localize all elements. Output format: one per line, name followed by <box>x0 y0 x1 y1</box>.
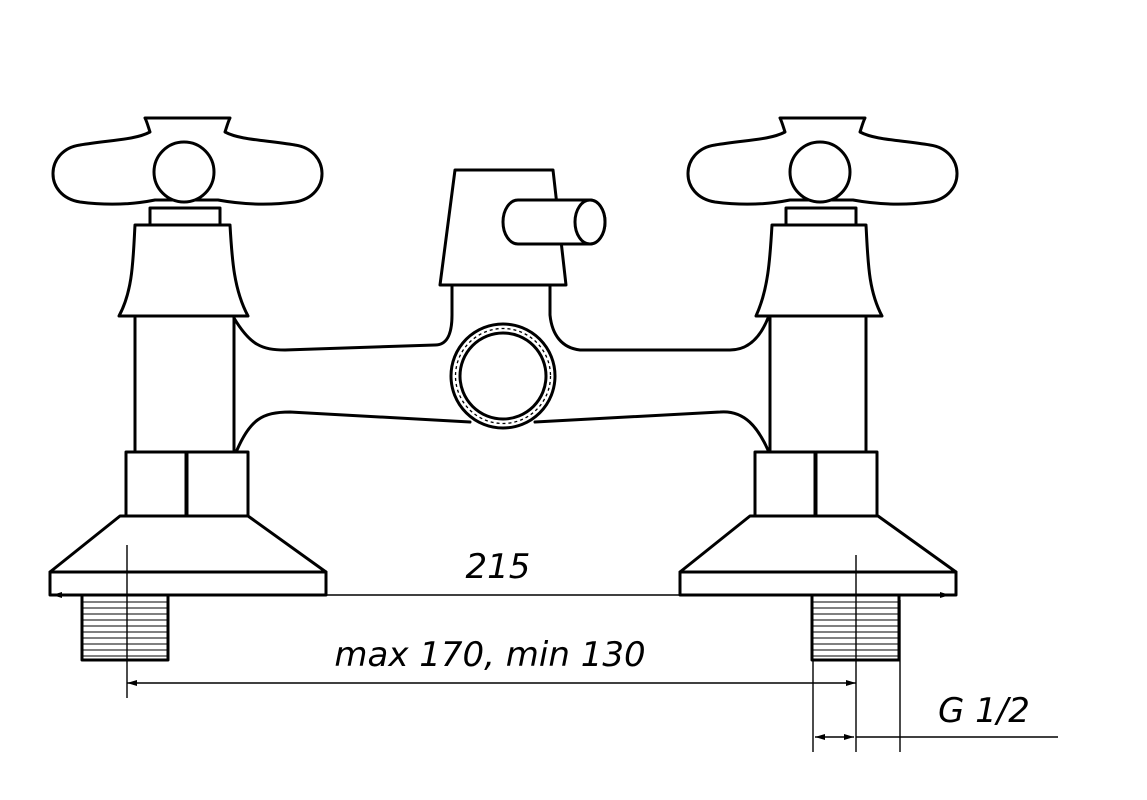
dimension-thread: G 1/2 <box>812 600 1058 752</box>
outlet-pipe-section <box>449 322 557 430</box>
left-thread <box>80 593 170 662</box>
thread-size-label: G 1/2 <box>938 691 1030 731</box>
right-flange <box>678 514 958 597</box>
center-distance-label: max 170, min 130 <box>334 635 645 675</box>
left-tap <box>48 116 328 662</box>
left-flange <box>48 514 328 597</box>
right-tap <box>678 116 959 662</box>
right-tap-bell <box>754 223 884 318</box>
diverter-switch <box>438 168 607 287</box>
mixer-body <box>133 283 868 452</box>
left-thread-hatching <box>83 601 167 657</box>
dimension-overall-width: 215 <box>52 547 950 598</box>
overall-width-label: 215 <box>466 547 531 587</box>
dimension-center-distance: max 170, min 130 <box>126 545 857 752</box>
left-tap-bell <box>117 223 250 318</box>
